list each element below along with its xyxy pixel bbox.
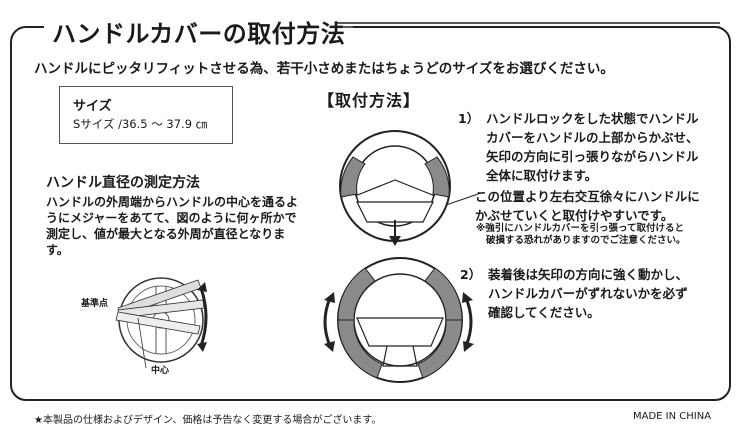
step1-line: ハンドルロックをした状態でハンドル	[486, 111, 699, 126]
step1-number: 1）	[458, 111, 480, 126]
step1: 1） ハンドルロックをした状態でハンドル カバーをハンドルの上部からかぶせ、 矢…	[458, 109, 708, 185]
measure-description: ハンドルの外周端からハンドルの中心を通るようにメジャーをあてて、図のように何ヶ所…	[46, 195, 299, 257]
step2-line: 確認してください。	[488, 305, 600, 320]
subtitle: ハンドルにピッタリフィットさせる為、若干小さめまたはちょうどのサイズをお選びくだ…	[34, 61, 614, 77]
page-title: ハンドルカバーの取付方法	[52, 20, 346, 48]
rotate-arrow-left-icon	[323, 292, 335, 352]
middle-line: この位置より左右交互徐々にハンドルに	[475, 189, 700, 204]
step2-line: ハンドルカバーがずれないかを必ず	[488, 286, 688, 301]
step1-line: 矢印の方向に引っ張りながらハンドル	[486, 149, 699, 164]
size-value: Sサイズ /36.5 ～ 37.9 ㎝	[73, 117, 208, 131]
caution-note: ※強引にハンドルカバーを引っ張って取付けると 破損する恐れがありますのでご注意く…	[476, 223, 686, 247]
disclaimer: ★本製品の仕様およびデザイン、価格は予告なく変更する場合がございます。	[34, 415, 382, 426]
origin-label: MADE IN CHINA	[633, 411, 712, 422]
step2-line: 装着後は矢印の方向に強く動かし、	[488, 267, 689, 282]
center-label: 中心	[151, 366, 170, 376]
step2: 2） 装着後は矢印の方向に強く動かし、 ハンドルカバーがずれないかを必ず 確認し…	[460, 265, 720, 322]
middle-line: かぶせていくと取付けやすいです。	[475, 208, 674, 223]
measure-title: ハンドル直径の測定方法	[46, 175, 200, 191]
steering-wheel-diagram-1	[339, 130, 451, 246]
pointer-line	[445, 192, 482, 206]
title-wrap: ハンドルカバーの取付方法	[44, 14, 354, 49]
size-label: サイズ	[73, 99, 112, 114]
rotate-arrow-icon	[197, 282, 208, 352]
middle-instruction: この位置より左右交互徐々にハンドルに かぶせていくと取付けやすいです。	[475, 187, 730, 225]
install-heading: 【取付方法】	[318, 91, 421, 110]
note-line: ※強引にハンドルカバーを引っ張って取付けると	[476, 223, 684, 234]
size-box	[59, 86, 233, 144]
step1-line: カバーをハンドルの上部からかぶせ、	[486, 130, 699, 145]
base-point-label: 基準点	[81, 299, 109, 309]
tape-measure-3	[115, 311, 201, 335]
step1-line: 全体に取付けます。	[486, 168, 598, 183]
rotate-arrow-right-icon	[462, 292, 474, 352]
title-rule-decoration	[337, 22, 720, 28]
note-line: 破損する恐れがありますのでご注意ください。	[486, 235, 686, 246]
step2-number: 2）	[460, 267, 482, 282]
steering-wheel-diagram-2	[337, 257, 463, 383]
